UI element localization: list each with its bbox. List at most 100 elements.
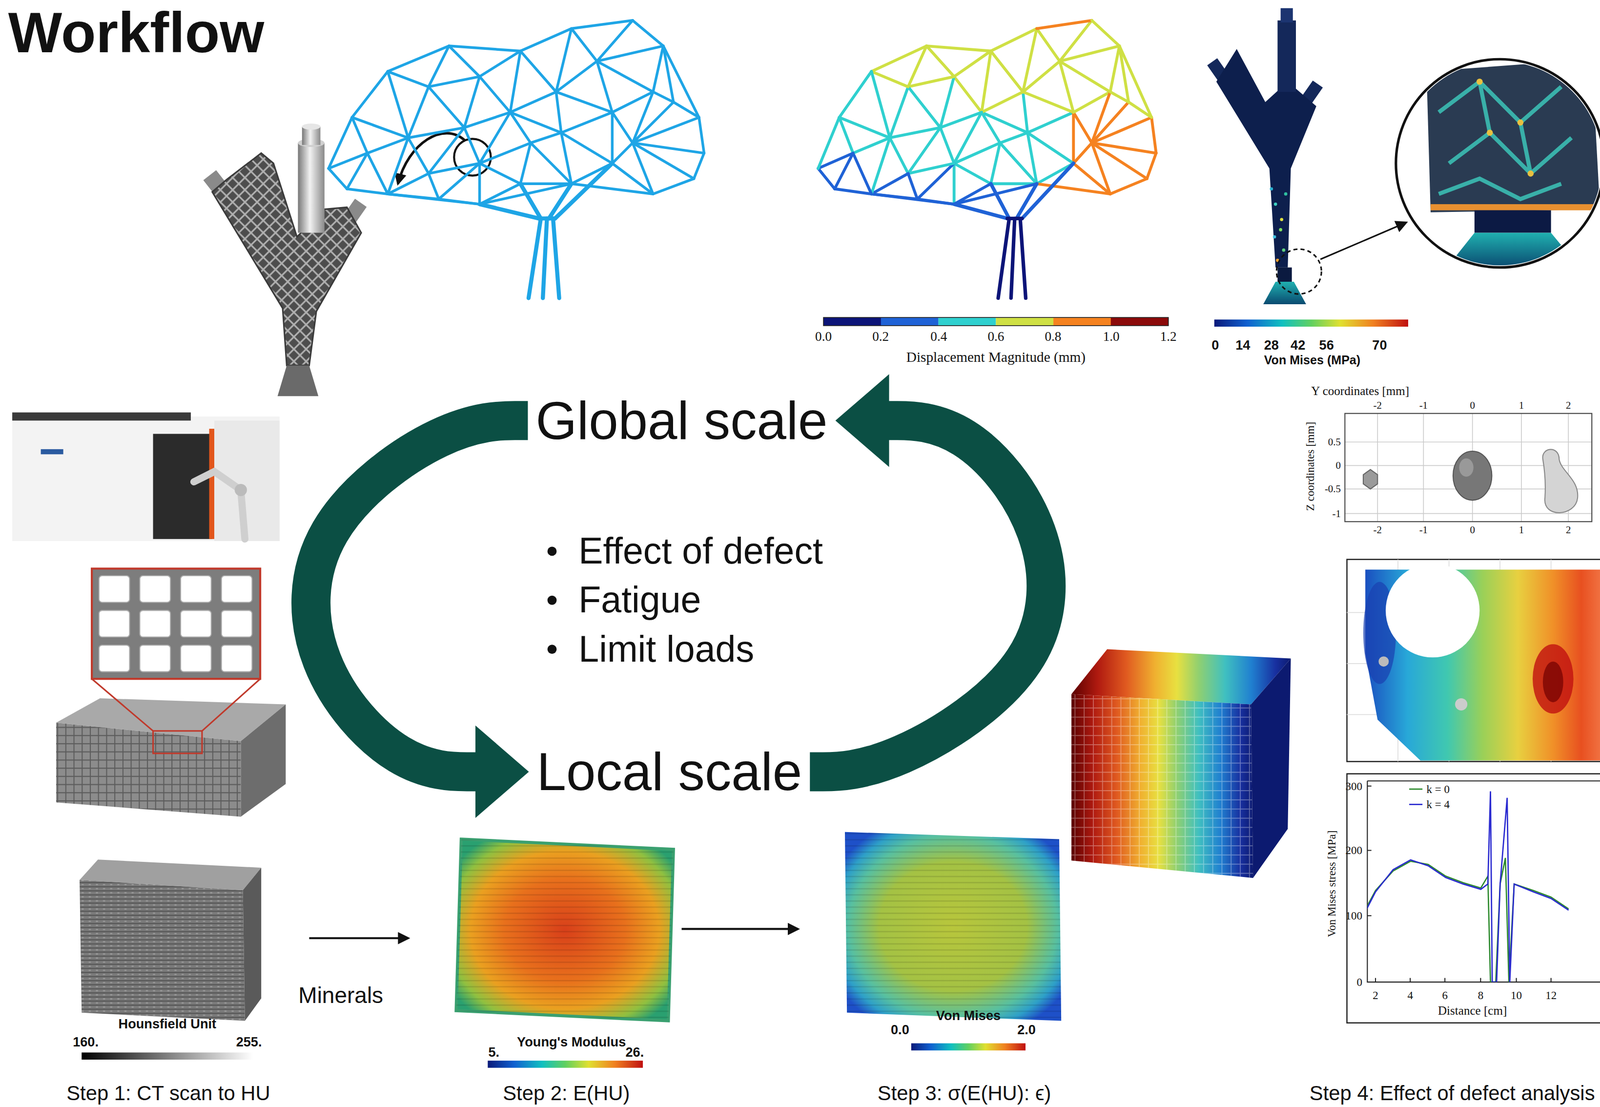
lattice-wireframe: [530, 132, 562, 144]
displacement-wireframe: [818, 20, 1156, 299]
stress-implant-model: [1273, 202, 1278, 206]
lattice-wireframe: [694, 153, 705, 179]
stress-implant-model: [1278, 227, 1283, 232]
lattice-wireframe: [408, 137, 429, 174]
zoom-circle: [1426, 59, 1600, 213]
tick-label: 1.2: [1160, 329, 1177, 344]
stress-map: [1347, 559, 1600, 762]
lattice-wireframe: [328, 117, 352, 169]
displacement-wireframe: [889, 137, 909, 174]
tick-label: 5.: [488, 1045, 500, 1059]
ct-volume: [243, 867, 262, 1021]
displacement-colorbar: [995, 317, 1054, 326]
zoom-circle: [1395, 59, 1600, 267]
lattice-wireframe: [428, 86, 465, 128]
lattice-wireframe: [596, 61, 654, 92]
lattice-wireframe: [428, 76, 480, 87]
displacement-wireframe: [871, 71, 890, 138]
lattice-wireframe: [554, 163, 613, 219]
displacement-wireframe: [908, 76, 955, 87]
displacement-wireframe: [981, 112, 1028, 133]
step-caption: Step 1: CT scan to HU: [66, 1082, 270, 1104]
displacement-cube: [1071, 649, 1291, 878]
lattice-wireframe: [528, 218, 541, 298]
stress-implant-model: [1207, 8, 1407, 305]
bullet-text: Fatigue: [578, 581, 701, 619]
tick-label: 1: [1518, 399, 1524, 411]
scale-label: Local scale: [536, 742, 803, 801]
colorbar-title: Young's Modulus: [516, 1035, 626, 1049]
lattice-wireframe: [520, 51, 556, 93]
step-caption: Step 4: Effect of defect analysis: [1309, 1082, 1596, 1104]
defect-plot: [1344, 413, 1592, 522]
displacement-wireframe: [834, 188, 872, 194]
stress-implant-model: [1284, 192, 1288, 196]
ct-scanner-photo: [12, 412, 191, 421]
displacement-wireframe: [940, 76, 954, 128]
displacement-wireframe: [1010, 218, 1015, 298]
zoom-circle: [1486, 129, 1494, 137]
lattice-sample: [139, 575, 171, 602]
tick-label: 0: [1211, 338, 1219, 352]
displacement-wireframe: [818, 168, 835, 189]
lattice-sample: [180, 644, 212, 672]
lattice-sample: [180, 575, 212, 602]
lattice-wireframe: [653, 91, 674, 103]
displacement-wireframe: [871, 137, 890, 194]
stress-chart: [1367, 790, 1569, 982]
tick-label: 0.4: [930, 329, 947, 344]
tick-label: 26.: [625, 1045, 644, 1059]
displacement-wireframe: [954, 51, 991, 77]
displacement-wireframe: [839, 117, 890, 138]
lattice-wireframe: [351, 71, 388, 118]
tick-label: 300: [1345, 779, 1362, 792]
displacement-wireframe: [871, 71, 908, 87]
lattice-wireframe: [542, 218, 547, 298]
lattice-sample: [180, 610, 212, 637]
displacement-wireframe: [954, 163, 991, 184]
lattice-wireframe: [653, 178, 695, 194]
tick-label: 8: [1477, 989, 1484, 1001]
displacement-colorbar: [1053, 317, 1111, 326]
implant-model: [297, 143, 325, 233]
bullet-text: Effect of defect: [578, 532, 823, 570]
axis-title: Y coordinates [mm]: [1311, 384, 1410, 397]
stress-map: [1347, 559, 1600, 762]
tick-label: -1: [1419, 524, 1428, 535]
lattice-wireframe: [347, 188, 389, 194]
lattice-wireframe: [479, 76, 511, 113]
lattice-wireframe: [510, 91, 556, 113]
lattice-wireframe: [387, 45, 449, 72]
tick-label: -0.5: [1324, 483, 1341, 494]
lattice-wireframe: [698, 117, 704, 153]
stress-implant-model: [1282, 248, 1286, 252]
legend-line: [1409, 788, 1423, 790]
displacement-cube: [1071, 694, 1253, 878]
von-mises-field: [844, 831, 1062, 1050]
lattice-wireframe: [632, 102, 674, 144]
displacement-wireframe: [871, 45, 927, 72]
lattice-wireframe: [632, 117, 699, 143]
lattice-network: [328, 20, 1156, 299]
implant-model: [212, 153, 362, 366]
stress-chart: [1347, 773, 1600, 1023]
lattice-wireframe: [464, 112, 511, 128]
lattice-sample: [153, 730, 203, 754]
displacement-wireframe: [954, 204, 1008, 219]
displacement-wireframe: [990, 51, 1024, 93]
displacement-wireframe: [1036, 28, 1060, 62]
displacement-wireframe: [889, 127, 941, 138]
bullet-dot: [547, 546, 557, 654]
displacement-wireframe: [1027, 132, 1037, 185]
displacement-wireframe: [889, 86, 909, 139]
zoom-circle: [1426, 59, 1600, 267]
tick-label: 255.: [236, 1035, 263, 1049]
stress-implant-model: [1277, 267, 1292, 282]
displacement-wireframe: [1073, 112, 1092, 144]
displacement-wireframe: [1059, 45, 1120, 62]
scale-transfer-arrow: [809, 420, 1047, 772]
ct-scanner-photo: [12, 416, 280, 541]
lattice-wireframe: [611, 112, 614, 164]
lattice-wireframe: [328, 20, 704, 299]
displacement-wireframe: [1151, 117, 1156, 153]
